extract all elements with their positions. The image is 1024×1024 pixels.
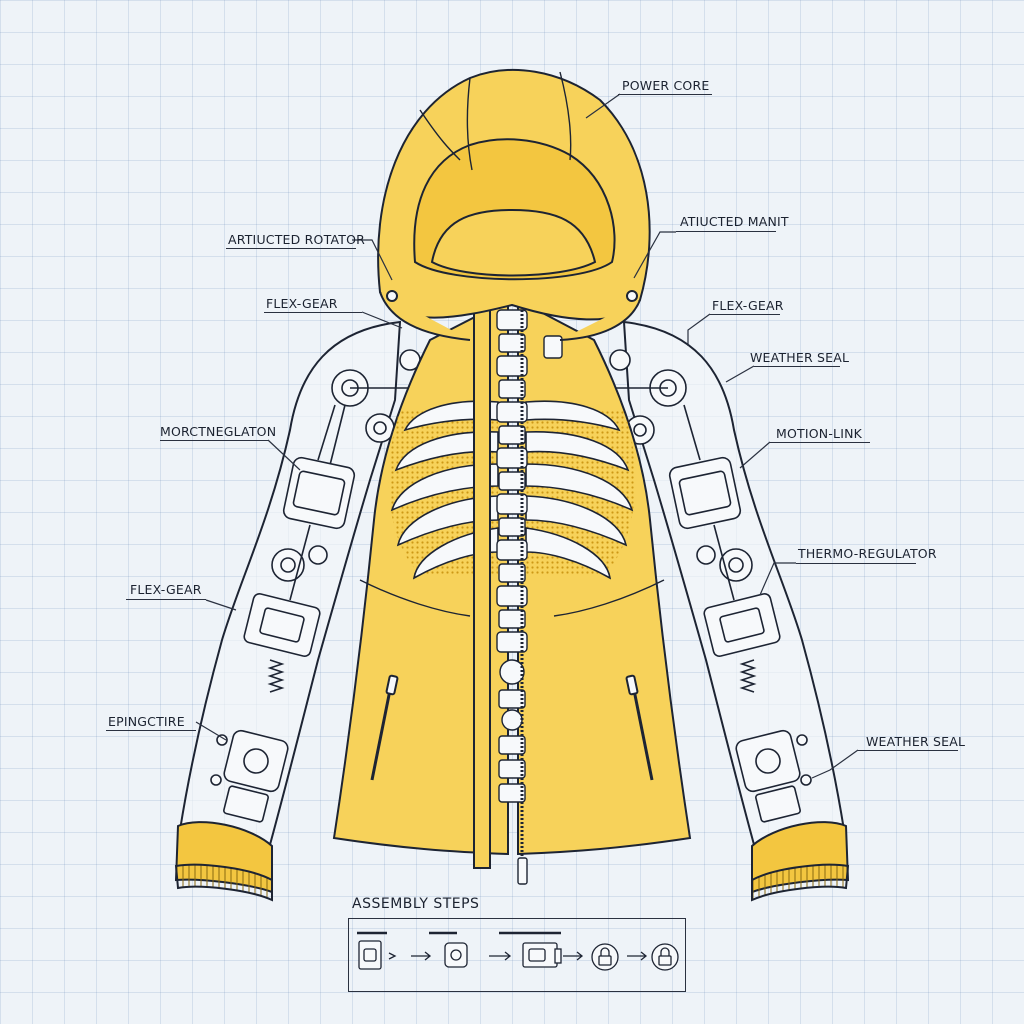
- leader-articulated-mount: [676, 231, 776, 232]
- callout-articulated-mount: ATIUCTED MANIT: [680, 214, 789, 229]
- leader-articulated-rotator: [226, 248, 356, 249]
- arrow-right-icon: [388, 952, 397, 960]
- control-unit-icon: [499, 931, 562, 968]
- leader-mortneglator: [160, 440, 268, 441]
- callout-flex-gear-left-upper: FLEX-GEAR: [266, 296, 338, 311]
- callout-flex-gear-left-lower: FLEX-GEAR: [130, 582, 202, 597]
- arrow-right-icon: [563, 951, 584, 961]
- arrow-right-icon: [627, 951, 648, 961]
- leader-thermo-regulator: [796, 563, 916, 564]
- callout-thermo-regulator: THERMO-REGULATOR: [798, 546, 937, 561]
- arrow-right-icon: [489, 951, 512, 961]
- leader-epingctre: [106, 730, 196, 731]
- callout-epingctre: EPINGCTIRE: [108, 714, 185, 729]
- callout-mortneglator: MORCTNEGLATON: [160, 424, 277, 439]
- right-cuff: [751, 821, 850, 902]
- callout-weather-seal-lower: WEATHER SEAL: [866, 734, 966, 749]
- lock-icon: [651, 943, 679, 971]
- leader-motion-link: [770, 442, 870, 443]
- zipper: [473, 300, 528, 885]
- gear-module-icon: [429, 931, 468, 968]
- leader-flex-gear-left-upper: [264, 312, 362, 313]
- left-sleeve: [178, 320, 402, 854]
- leader-power-core: [618, 94, 712, 95]
- leader-weather-seal-upper: [754, 366, 840, 367]
- callout-motion-link: MOTION-LINK: [776, 426, 863, 441]
- callout-weather-seal-upper: WEATHER SEAL: [750, 350, 850, 365]
- leader-flex-gear-right-upper: [710, 314, 780, 315]
- right-arm-mechanism: [594, 349, 812, 823]
- callout-articulated-rotator: ARTIUCTED ROTATOR: [228, 232, 365, 247]
- callout-flex-gear-right-upper: FLEX-GEAR: [712, 298, 784, 313]
- spine-column: [496, 309, 563, 803]
- assembly-steps-panel: [348, 918, 686, 992]
- callout-leaders: [195, 93, 859, 779]
- lock-icon: [591, 943, 619, 971]
- module-block-icon: [357, 931, 387, 970]
- left-cuff: [174, 821, 273, 902]
- arrow-right-icon: [411, 951, 432, 961]
- right-sleeve: [622, 320, 846, 854]
- callout-power-core: POWER CORE: [622, 78, 710, 93]
- hood: [377, 68, 651, 341]
- assembly-steps-title: ASSEMBLY STEPS: [352, 896, 480, 912]
- assembly-steps-strip: [357, 931, 679, 971]
- leader-flex-gear-left-lower: [126, 599, 206, 600]
- left-arm-mechanism: [210, 349, 430, 823]
- leader-weather-seal-lower: [858, 750, 958, 751]
